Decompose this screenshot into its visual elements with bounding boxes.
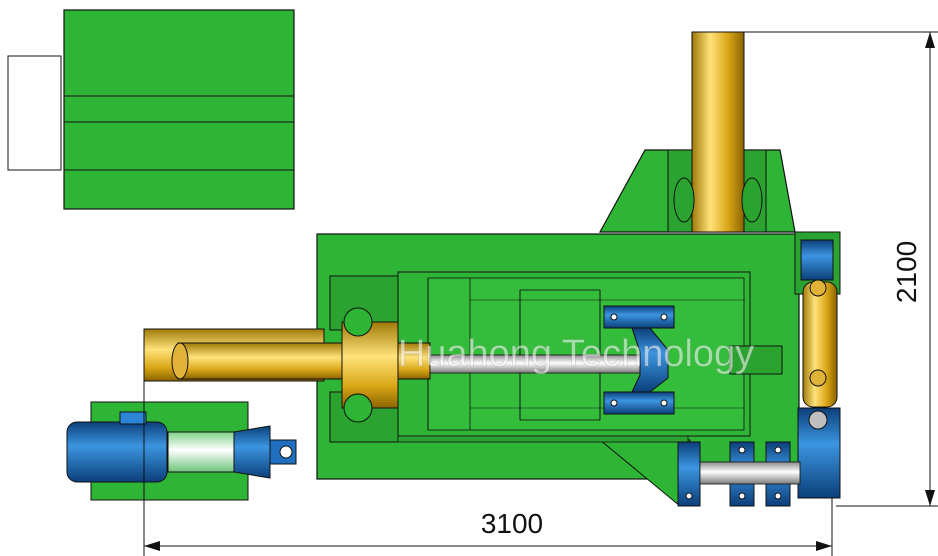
width-dimension-label: 3100	[481, 508, 543, 539]
push-head	[603, 305, 675, 415]
side-cylinder	[797, 239, 841, 499]
dimension-lines	[143, 31, 938, 556]
height-dimension-label: 2100	[891, 241, 922, 303]
main-push-cylinder	[143, 307, 641, 423]
top-vertical-cylinder	[673, 31, 763, 233]
motor-pump-unit	[66, 401, 297, 501]
bottom-guide-assembly	[677, 441, 801, 507]
oil-tank	[7, 9, 295, 210]
main-frame	[316, 149, 841, 507]
watermark-text: Huahong Technology	[398, 333, 754, 375]
